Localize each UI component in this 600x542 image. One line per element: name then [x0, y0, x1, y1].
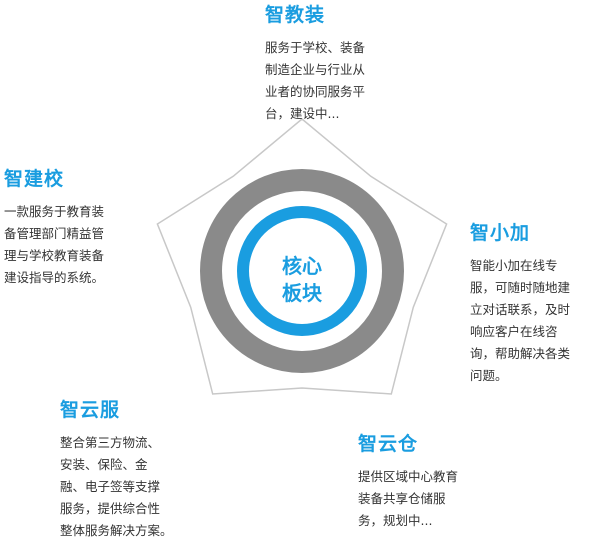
block-title-zhiyunfu: 智云服 — [60, 399, 121, 421]
pentagon-star-outline — [156, 118, 448, 395]
blue-core-ring — [237, 206, 367, 336]
block-zhiyuncang: 智云仓 提供区域中心教育 装备共享仓储服 务，规划中... — [358, 429, 458, 532]
block-zhijiaozhuang: 智教装 服务于学校、装备 制造企业与行业从 业者的协同服务平 台，建设中... — [265, 0, 365, 125]
block-title-zhijiaozhuang: 智教装 — [265, 4, 326, 26]
core-label: 核心 板块 — [282, 254, 322, 305]
block-title-zhiyuncang: 智云仓 — [358, 433, 419, 455]
block-zhijianxiao: 智建校 一款服务于教育装 备管理部门精益管 理与学校教育装备 建设指导的系统。 — [4, 164, 104, 289]
gray-ring — [200, 169, 404, 373]
block-desc-zhixiaojia: 智能小加在线专 服，可随时随地建 立对话联系，及时 响应客户在线咨 询，帮助解决… — [470, 258, 571, 383]
block-title-zhixiaojia: 智小加 — [470, 222, 531, 244]
block-desc-zhiyunfu: 整合第三方物流、 安装、保险、金 融、电子签等支撑 服务，提供综合性 整体服务解… — [60, 435, 173, 538]
block-title-zhijianxiao: 智建校 — [4, 168, 65, 190]
block-desc-zhijianxiao: 一款服务于教育装 备管理部门精益管 理与学校教育装备 建设指导的系统。 — [4, 204, 105, 285]
block-zhixiaojia: 智小加 智能小加在线专 服，可随时随地建 立对话联系，及时 响应客户在线咨 询，… — [470, 218, 570, 387]
core-fill — [250, 219, 354, 323]
block-desc-zhiyuncang: 提供区域中心教育 装备共享仓储服 务，规划中... — [358, 469, 459, 528]
block-desc-zhijiaozhuang: 服务于学校、装备 制造企业与行业从 业者的协同服务平 台，建设中... — [265, 40, 366, 121]
block-zhiyunfu: 智云服 整合第三方物流、 安装、保险、金 融、电子签等支撑 服务，提供综合性 整… — [60, 395, 173, 542]
